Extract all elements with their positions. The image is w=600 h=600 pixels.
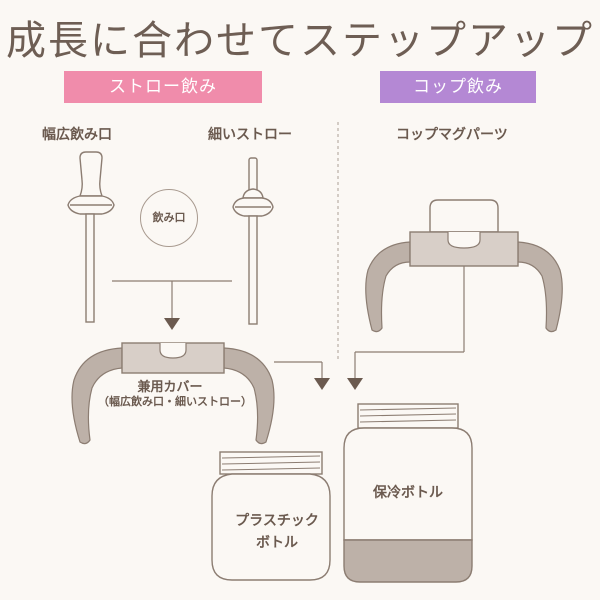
arrow-down-icon: [347, 378, 363, 390]
arrow-down-icon: [314, 378, 330, 390]
steel-bottle-label: 保冷ボトル: [373, 485, 443, 501]
shared-cover-label: 兼用カバー: [137, 380, 203, 395]
shared-cover-illustration: [71, 342, 275, 445]
thin-straw-illustration: [232, 157, 274, 325]
mouth-circle-label: 飲み口: [140, 189, 198, 247]
page-title: 成長に合わせてステップアップ: [6, 18, 594, 64]
plastic-bottle-label-line2: ボトル: [256, 535, 298, 551]
thin-straw-label: 細いストロー: [208, 127, 292, 143]
plastic-bottle-label-line1: プラスチック: [235, 513, 319, 529]
steel-bottle-illustration: [343, 403, 473, 583]
shared-cover-note: （幅広飲み口・細いストロー）: [98, 395, 252, 408]
cup-drinking-tab: コップ飲み: [380, 71, 536, 103]
cup-mug-parts-illustration: [365, 199, 563, 333]
cup-mug-parts-label: コップマグパーツ: [396, 127, 508, 143]
plastic-bottle-illustration: [211, 451, 331, 581]
wide-mouth-label: 幅広飲み口: [42, 127, 112, 143]
plastic-bottle-label: プラスチック ボトル: [222, 510, 332, 554]
arrow-down-icon: [164, 318, 180, 330]
wide-mouth-spout-illustration: [67, 151, 115, 323]
straw-drinking-tab: ストロー飲み: [64, 71, 262, 103]
